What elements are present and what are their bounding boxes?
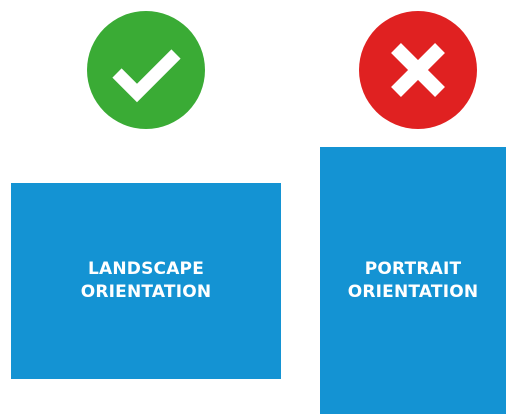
landscape-label-line2: ORIENTATION bbox=[80, 282, 212, 302]
landscape-label-line1: LANDSCAPE bbox=[87, 259, 205, 279]
portrait-label-line2: ORIENTATION bbox=[347, 281, 479, 302]
x-icon bbox=[359, 11, 477, 129]
checkmark-icon bbox=[87, 11, 205, 129]
portrait-card: PORTRAIT ORIENTATION bbox=[320, 147, 506, 414]
landscape-card: LANDSCAPE ORIENTATION bbox=[11, 183, 281, 379]
portrait-label-line1: PORTRAIT bbox=[364, 258, 462, 279]
